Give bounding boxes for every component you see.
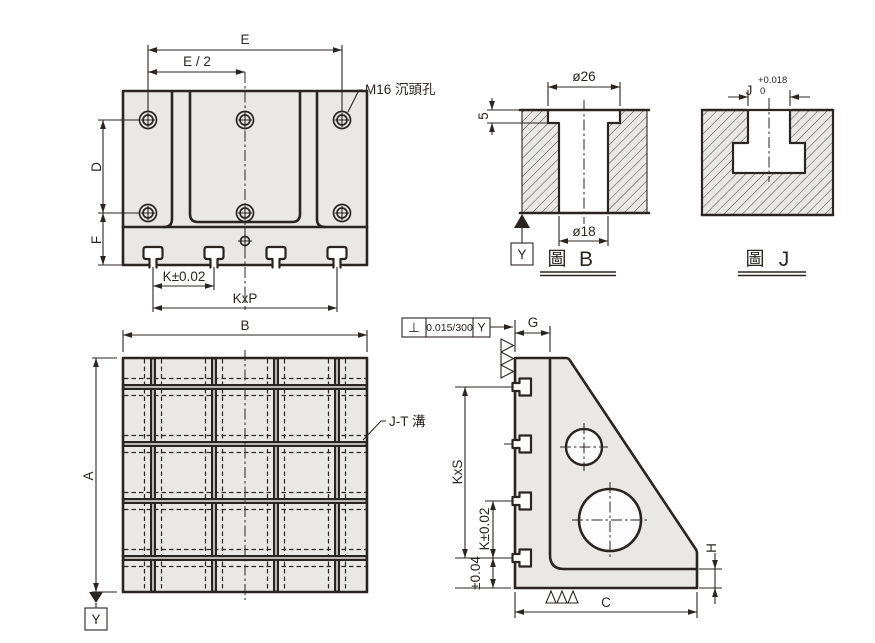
counterbore-hole-3: [332, 110, 352, 130]
fcf-datum: Y: [477, 321, 485, 335]
dim-h: H: [699, 543, 722, 604]
dim-h-label: H: [704, 543, 719, 553]
dim-e: E: [147, 32, 343, 112]
dim-kxs-label: KxS: [450, 460, 465, 485]
datum-y-top-view: Y: [84, 592, 108, 631]
front-t-slot-2: [203, 245, 225, 269]
m16-callout: M16 沉頭孔: [347, 82, 436, 113]
front-groove-right: [315, 89, 327, 229]
side-t-slot-3: [511, 491, 533, 511]
dim-b: B: [122, 318, 368, 352]
dim-g: G: [514, 315, 551, 352]
detail-j-view: J +0.018 0 圖 J: [700, 75, 835, 277]
detail-b-view: ø26 5 ø18 Y 圖 B: [476, 69, 651, 277]
perpendicularity-frame: ⊥ 0.015/300 Y: [401, 317, 513, 338]
fcf-tolerance: 0.015/300: [426, 322, 473, 334]
scraping-marks-base: [545, 589, 579, 604]
side-profile-outline: [513, 356, 699, 590]
dim-j-tol-upper: +0.018: [758, 75, 787, 86]
counterbore-hole-1: [138, 110, 158, 130]
web-inner-edge: [548, 356, 699, 571]
front-groove-left: [162, 89, 174, 229]
dim-e-half-label: E / 2: [183, 54, 211, 69]
front-t-slot-3: [265, 245, 287, 269]
jt-slot-label: J-T 溝: [389, 414, 426, 429]
dim-dia18-label: ø18: [572, 224, 595, 239]
m16-label: M16 沉頭孔: [365, 82, 436, 97]
dim-k-side: K±0.02: [477, 500, 504, 558]
dim-k-front: K±0.02 KxP: [152, 267, 338, 312]
dim-k-side-label: K±0.02: [477, 508, 492, 551]
datum-triangle: [514, 214, 530, 228]
dim-tol004: ±0.04: [455, 556, 511, 590]
dim-depth5: 5: [476, 98, 548, 135]
side-profile-face: [515, 358, 697, 588]
datum-y-detail-b: Y: [510, 214, 534, 266]
dim-dia18: ø18: [558, 216, 609, 246]
datum-triangle: [89, 592, 103, 603]
dim-d-label: D: [89, 162, 104, 172]
small-lightening-hole: [560, 423, 608, 471]
counterbore-hole-4: [138, 203, 158, 223]
figure-j-prefix: 圖: [745, 249, 764, 270]
dim-e-label: E: [240, 32, 249, 47]
dim-j-label: J: [746, 83, 753, 98]
front-view: E E / 2 M16 沉頭孔 D F K±0.02: [89, 32, 436, 312]
dim-a: A: [81, 357, 117, 593]
side-view: ⊥ 0.015/300 Y G KxS K±0.02 ±0.04: [401, 315, 722, 618]
dim-c-label: C: [601, 595, 611, 610]
dim-f: F: [89, 213, 123, 266]
dim-a-label: A: [81, 471, 96, 480]
dim-g-label: G: [528, 315, 539, 330]
figure-j-letter: J: [779, 248, 790, 271]
figure-b-letter: B: [579, 248, 593, 271]
dim-k-front-label: K±0.02: [163, 269, 206, 284]
figure-j-underline: [738, 271, 806, 277]
datum-frame: [510, 242, 534, 266]
dim-c: C: [514, 592, 698, 618]
datum-y-label: Y: [517, 247, 526, 262]
dim-depth5-label: 5: [476, 112, 491, 120]
counterbore-hole-6: [332, 203, 352, 223]
hole-profile: [546, 108, 622, 215]
datum-frame: [84, 607, 108, 631]
jt-slot-callout: J-T 溝: [362, 414, 426, 441]
dim-f-label: F: [89, 236, 104, 244]
side-t-slot-1: [511, 377, 533, 397]
figure-b-underline: [540, 271, 616, 277]
slot-center-ticks: [504, 386, 513, 559]
dim-kxs: KxS: [450, 386, 504, 559]
dim-e-half: E / 2: [148, 54, 245, 75]
side-t-slot-2: [511, 434, 533, 454]
figure-b-prefix: 圖: [547, 249, 566, 270]
perpendicularity-icon: ⊥: [408, 320, 420, 335]
front-t-slot-1: [142, 245, 164, 269]
top-view: B A Y J-T 溝: [81, 318, 426, 631]
detail-j-faces: [700, 108, 835, 217]
large-lightening-hole: [572, 482, 648, 558]
figure-b-caption: 圖 B: [540, 248, 616, 277]
scraping-marks-face: [500, 338, 515, 379]
front-t-slot-4: [326, 245, 348, 269]
datum-y-label: Y: [91, 612, 100, 627]
figure-j-caption: 圖 J: [738, 248, 806, 277]
dim-j: J +0.018 0: [728, 75, 810, 106]
dim-j-tol-lower: 0: [760, 86, 765, 97]
dim-b-label: B: [240, 318, 249, 333]
t-slot-hidden-edges-vertical: [143, 359, 347, 591]
front-plate-outline: [121, 89, 369, 267]
dim-kxp-label: KxP: [233, 291, 258, 306]
dim-dia26-label: ø26: [572, 69, 595, 84]
dim-dia26: ø26: [547, 69, 621, 106]
side-t-slot-4: [511, 548, 533, 568]
dim-tol004-label: ±0.04: [468, 556, 483, 590]
